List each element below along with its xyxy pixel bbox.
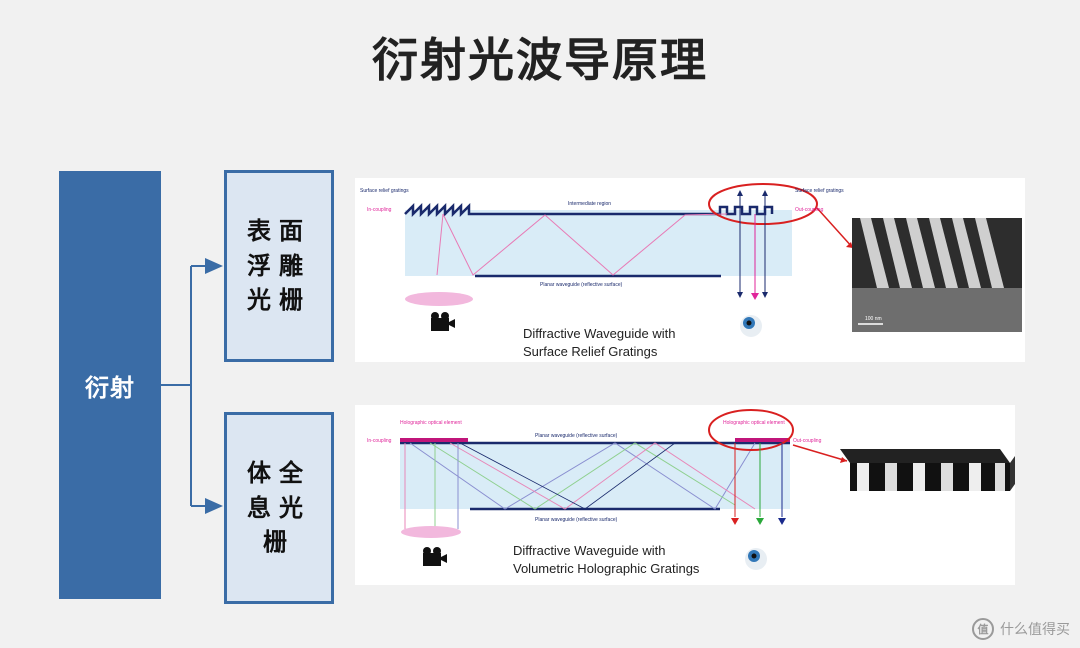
label-right-coupling: Out-coupling	[795, 207, 824, 213]
watermark-logo-icon: 值	[972, 618, 994, 640]
child-node-surface-relief-grating: 表面浮雕光栅	[224, 170, 334, 362]
down-arrow-icon-red	[731, 518, 739, 525]
label-top-waveguide: Planar waveguide (reflective surface)	[535, 433, 618, 439]
label-right-grating: Surface relief gratings	[795, 188, 844, 194]
root-node-label: 衍射	[85, 373, 135, 402]
caption-line-2: Volumetric Holographic Gratings	[513, 561, 700, 576]
sem-image-surface-relief	[852, 218, 1022, 332]
up-arrow-icon-2	[762, 190, 768, 196]
caption-line-2: Surface Relief Gratings	[523, 344, 658, 359]
ray-navy	[459, 442, 676, 510]
surface-relief-diagram: Surface relief gratings In-coupling Inte…	[355, 178, 1025, 362]
down-arrow-icon-blue	[778, 518, 786, 525]
label-left-grating: Surface relief gratings	[360, 188, 409, 194]
zoom-pointer-line	[792, 444, 848, 462]
light-ray-path	[442, 213, 728, 276]
light-ray-in	[436, 213, 444, 276]
zoom-pointer-arrowhead	[840, 457, 847, 463]
in-coupling-grating	[404, 202, 715, 218]
waveguide-body	[400, 443, 790, 509]
up-arrow-icon	[737, 190, 743, 196]
label-right-hoe: Holographic optical element	[723, 420, 785, 426]
projector-light-spot	[405, 292, 473, 306]
waveguide-body	[405, 210, 792, 276]
zoom-pointer-arrowhead	[846, 242, 853, 248]
caption-line-1: Diffractive Waveguide with	[513, 543, 666, 558]
label-waveguide: Planar waveguide (reflective surface)	[540, 282, 623, 288]
ray-pink	[449, 442, 756, 510]
down-arrow-icon-2	[762, 292, 768, 298]
label-left-coupling: In-coupling	[367, 438, 392, 444]
ray-green	[429, 442, 736, 510]
label-bottom-waveguide: Planar waveguide (reflective surface)	[535, 517, 618, 523]
highlight-circle	[708, 183, 818, 225]
projector-camera-icon	[423, 547, 447, 566]
label-left-coupling: In-coupling	[367, 207, 392, 213]
watermark-text: 什么值得买	[1000, 622, 1070, 638]
child-node-holographic-grating: 体全息光栅	[224, 412, 334, 604]
caption-surface-relief: Diffractive Waveguide with Surface Relie…	[523, 325, 675, 361]
highlight-circle	[708, 409, 794, 451]
label-intermediate: Intermediate region	[568, 201, 611, 207]
holographic-waveguide-illustration: Holographic optical element In-coupling …	[367, 409, 1015, 570]
down-arrow-icon-magenta	[751, 293, 759, 300]
ray-blue	[409, 442, 756, 510]
root-node-diffraction: 衍射	[59, 171, 161, 599]
projector-camera-icon	[431, 312, 455, 331]
eye-icon	[740, 315, 762, 337]
label-right-coupling: Out-coupling	[793, 438, 822, 444]
child-node-label-2: 体全息光栅	[247, 457, 311, 557]
caption-holographic: Diffractive Waveguide with Volumetric Ho…	[513, 542, 699, 578]
zoom-pointer-line	[816, 207, 854, 249]
caption-line-1: Diffractive Waveguide with	[523, 326, 676, 341]
down-arrow-icon	[737, 292, 743, 298]
surface-relief-waveguide-illustration: Surface relief gratings In-coupling Inte…	[360, 183, 1022, 337]
down-arrow-icon-green	[756, 518, 764, 525]
holographic-grating-block-image	[840, 449, 1015, 491]
eye-icon	[745, 548, 767, 570]
page-title: 衍射光波导原理	[372, 33, 708, 87]
child-node-label-1: 表面浮雕光栅	[247, 215, 311, 315]
holographic-diagram: Holographic optical element In-coupling …	[355, 405, 1015, 585]
projector-light-spot	[401, 526, 461, 538]
label-scale: 100 nm	[865, 316, 882, 322]
label-left-hoe: Holographic optical element	[400, 420, 462, 426]
site-watermark: 值 什么值得买	[972, 618, 1070, 640]
